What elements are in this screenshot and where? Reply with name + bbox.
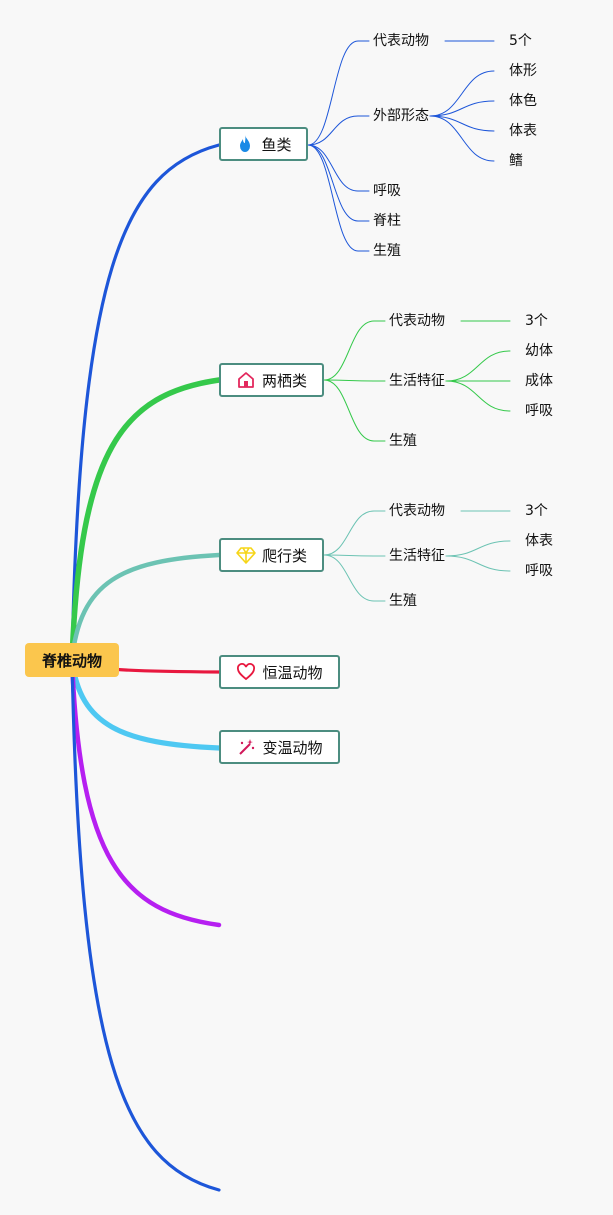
sub-topic[interactable]: 脊柱 bbox=[373, 213, 401, 229]
sub-line-1-4 bbox=[307, 144, 370, 222]
sub-topic[interactable]: 生殖 bbox=[389, 433, 417, 449]
house-icon bbox=[236, 370, 256, 390]
sub-topic[interactable]: 生殖 bbox=[373, 243, 401, 259]
leaf-topic[interactable]: 体表 bbox=[509, 123, 537, 139]
diamond-icon bbox=[236, 545, 256, 565]
branch-node-2[interactable]: 两栖类 bbox=[219, 363, 324, 397]
leaf-topic[interactable]: 5个 bbox=[509, 33, 532, 49]
sub-line-1-3 bbox=[307, 144, 370, 192]
branch-label: 两栖类 bbox=[261, 371, 307, 390]
leaf-topic[interactable]: 成体 bbox=[525, 373, 553, 389]
leaf-line-2-2-3 bbox=[445, 380, 511, 412]
branch-line-2 bbox=[69, 377, 222, 663]
branch-label: 爬行类 bbox=[261, 546, 307, 565]
root-node[interactable]: 脊椎动物 bbox=[25, 643, 119, 677]
sub-topic[interactable]: 呼吸 bbox=[373, 183, 401, 199]
sub-topic[interactable]: 代表动物 bbox=[373, 33, 429, 49]
leaf-topic[interactable]: 体表 bbox=[525, 533, 553, 549]
branch-line-1 bbox=[70, 143, 221, 662]
sub-line-2-2 bbox=[323, 379, 386, 382]
sub-line-2-3 bbox=[323, 379, 386, 442]
leaf-line-1-2-2 bbox=[429, 100, 495, 117]
root-label: 脊椎动物 bbox=[41, 651, 102, 670]
sub-line-2-1 bbox=[323, 320, 386, 381]
leaf-topic[interactable]: 体色 bbox=[509, 93, 537, 109]
sub-line-3-1 bbox=[323, 510, 386, 556]
sub-topic[interactable]: 外部形态 bbox=[373, 108, 429, 124]
branch-line-7 bbox=[70, 658, 221, 1192]
leaf-topic[interactable]: 呼吸 bbox=[525, 563, 553, 579]
leaf-topic[interactable]: 鳍 bbox=[509, 153, 523, 169]
leaf-line-1-2-3 bbox=[429, 115, 495, 132]
heart-icon bbox=[236, 662, 256, 682]
magic-wand-icon bbox=[236, 737, 256, 757]
sub-topic[interactable]: 代表动物 bbox=[389, 313, 445, 329]
leaf-topic[interactable]: 3个 bbox=[525, 313, 548, 329]
branch-node-1[interactable]: 鱼类 bbox=[219, 127, 308, 161]
sub-line-3-3 bbox=[323, 554, 386, 602]
sub-topic[interactable]: 生活特征 bbox=[389, 548, 445, 564]
sub-line-1-1 bbox=[307, 40, 370, 146]
branch-label: 恒温动物 bbox=[262, 663, 323, 682]
branch-line-6 bbox=[69, 657, 222, 928]
branch-node-3[interactable]: 爬行类 bbox=[219, 538, 324, 572]
leaf-line-1-2-4 bbox=[429, 115, 495, 162]
branch-line-5 bbox=[69, 657, 222, 751]
leaf-line-2-2-1 bbox=[445, 350, 511, 382]
fire-icon bbox=[235, 134, 255, 154]
leaf-topic[interactable]: 3个 bbox=[525, 503, 548, 519]
leaf-line-3-2-2 bbox=[445, 555, 511, 572]
branch-label: 变温动物 bbox=[262, 738, 323, 757]
leaf-topic[interactable]: 幼体 bbox=[525, 343, 553, 359]
sub-topic[interactable]: 代表动物 bbox=[389, 503, 445, 519]
leaf-topic[interactable]: 体形 bbox=[509, 63, 537, 79]
branch-line-3 bbox=[69, 552, 222, 663]
sub-line-3-2 bbox=[323, 554, 386, 557]
branch-label: 鱼类 bbox=[261, 135, 292, 154]
sub-line-1-5 bbox=[307, 144, 370, 252]
leaf-line-1-2-1 bbox=[429, 70, 495, 117]
branch-node-5[interactable]: 变温动物 bbox=[219, 730, 340, 764]
leaf-line-3-2-1 bbox=[445, 540, 511, 557]
sub-topic[interactable]: 生殖 bbox=[389, 593, 417, 609]
leaf-topic[interactable]: 呼吸 bbox=[525, 403, 553, 419]
branch-node-4[interactable]: 恒温动物 bbox=[219, 655, 340, 689]
sub-line-1-2 bbox=[307, 115, 370, 146]
sub-topic[interactable]: 生活特征 bbox=[389, 373, 445, 389]
